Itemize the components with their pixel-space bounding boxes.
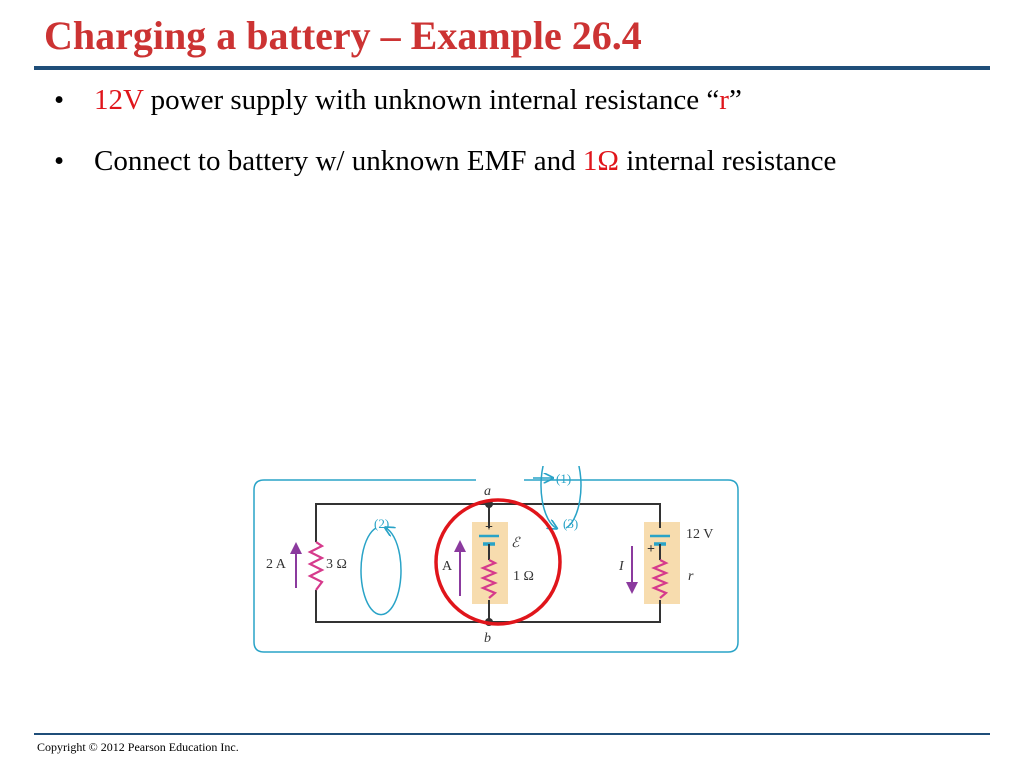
bullet-item-power-supply: • 12V power supply with unknown internal… — [50, 84, 836, 117]
voltage-value: 12V — [94, 84, 144, 116]
current-i-label: I — [618, 559, 625, 574]
node-b-label: b — [484, 631, 491, 646]
title-divider — [34, 66, 990, 70]
loop-1-label: (1) — [556, 471, 571, 486]
quote-close: ” — [728, 84, 742, 116]
bullet-dot: • — [54, 145, 65, 177]
voltage-12v-label: 12 V — [686, 527, 713, 542]
resistor-r — [651, 559, 669, 599]
emf-label: ℰ — [511, 536, 521, 551]
supply-plus: + — [647, 542, 655, 557]
bullet-text: power supply with unknown internal resis… — [143, 84, 720, 116]
highlight-circle — [434, 498, 562, 626]
node-a-label: a — [484, 484, 491, 499]
loop-2-label: (2) — [374, 516, 389, 531]
slide-title: Charging a battery – Example 26.4 — [44, 13, 642, 58]
resistor-3-ohm-label: 3 Ω — [326, 557, 347, 572]
resistance-value: 1Ω — [582, 145, 619, 177]
bullet-text: Connect to battery w/ unknown EMF and — [94, 145, 583, 177]
resistor-1-ohm-label: 1 Ω — [513, 569, 534, 584]
resistance-r-label: r — [688, 569, 694, 584]
bullet-tail: internal resistance — [618, 145, 837, 177]
resistor-1-ohm — [480, 559, 498, 599]
circuit-diagram: (1) + + a b 2 A 3 Ω A ℰ 1 Ω I 12 V r (2)… — [253, 466, 739, 653]
current-a-label: A — [442, 559, 453, 574]
battery-plus: + — [485, 520, 493, 535]
bullet-item-battery: • Connect to battery w/ unknown EMF and … — [50, 145, 836, 178]
loop-2-path — [360, 528, 402, 616]
current-2a-label: 2 A — [266, 557, 287, 572]
loop-3-label: (3) — [563, 516, 578, 531]
footer-divider — [34, 733, 990, 735]
bullet-list: • 12V power supply with unknown internal… — [50, 84, 836, 206]
resistor-3-ohm — [307, 541, 325, 591]
loop-1-path — [253, 479, 739, 653]
battery-gap — [482, 528, 496, 552]
supply-gap — [654, 528, 668, 552]
loop-3-path — [540, 466, 582, 528]
bullet-dot: • — [54, 84, 65, 116]
resistance-symbol: r — [719, 84, 729, 116]
copyright-text: Copyright © 2012 Pearson Education Inc. — [37, 740, 239, 754]
